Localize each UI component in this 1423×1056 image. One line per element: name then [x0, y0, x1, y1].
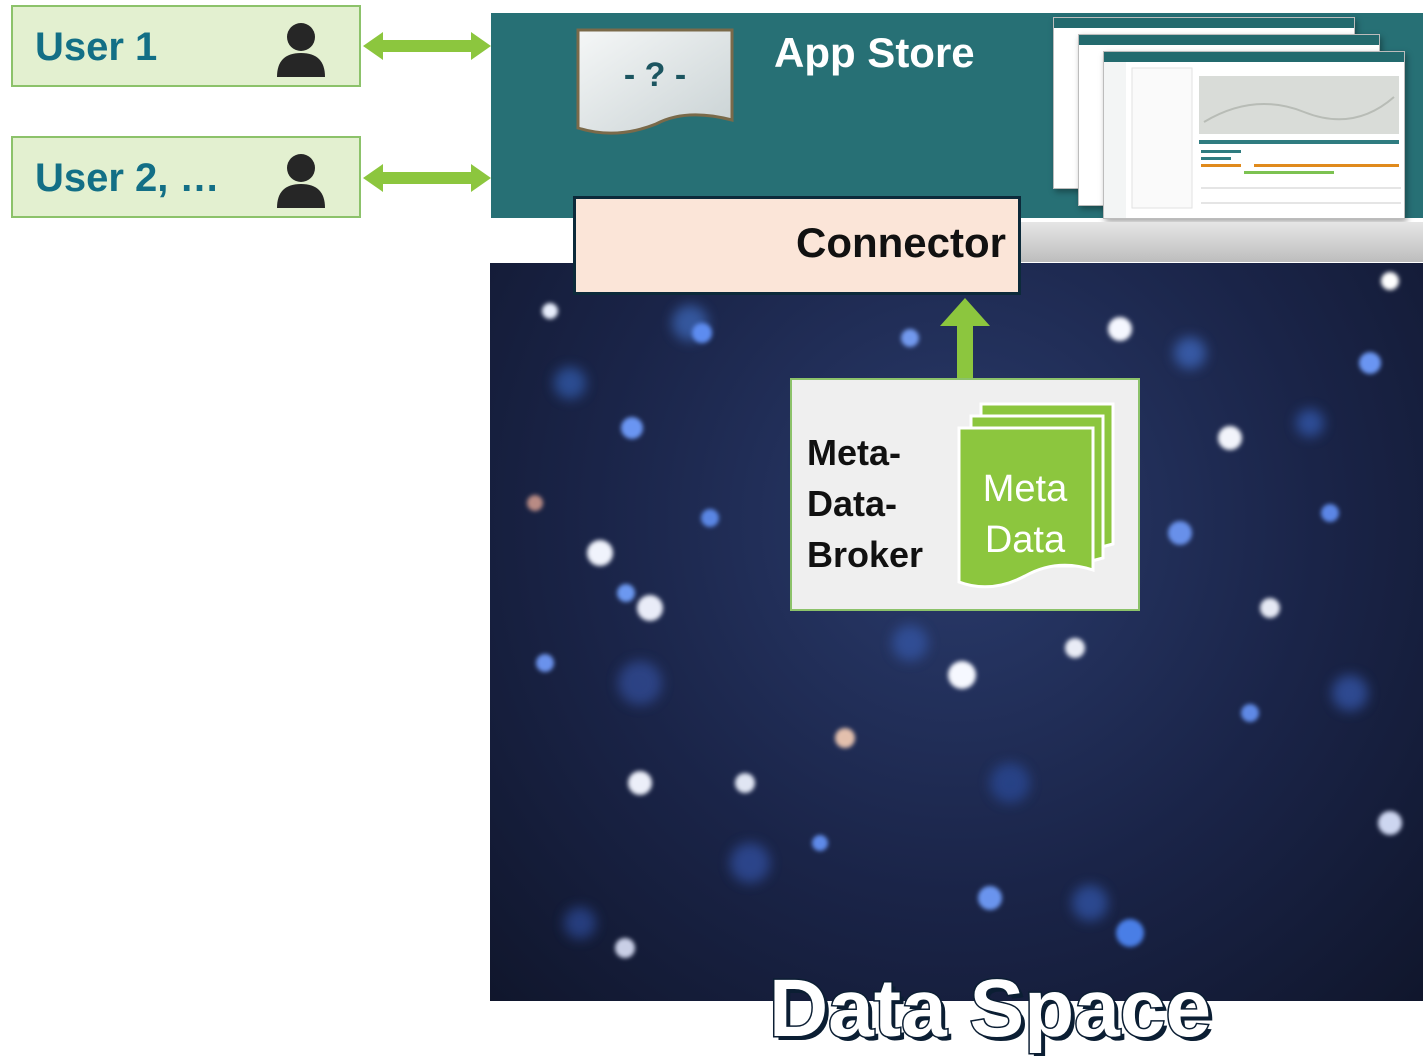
- metadata-documents-icon: [957, 402, 1115, 589]
- connector-box: Connector: [573, 196, 1021, 295]
- document-icon: [576, 28, 734, 135]
- app-store-title: App Store: [774, 29, 975, 76]
- person-icon: [277, 154, 325, 208]
- broker-label: Meta- Data- Broker: [807, 427, 957, 580]
- bokeh-lights: [527, 272, 1402, 958]
- broker-label-line: Meta-: [807, 432, 902, 473]
- broker-label-line: Broker: [807, 534, 924, 575]
- broker-label-line: Data-: [807, 483, 898, 524]
- app-screenshot-content: [1104, 62, 1401, 218]
- bidirectional-arrow: [363, 164, 491, 192]
- user-1-box: User 1: [11, 5, 361, 87]
- connector-label: Connector: [796, 219, 1006, 266]
- user-2-label: User 2, …: [35, 156, 220, 200]
- app-screenshots: [1053, 14, 1423, 236]
- up-arrow: [940, 298, 990, 380]
- metadata-doc-line: Data: [984, 519, 1066, 561]
- user-2-box: User 2, …: [11, 136, 361, 218]
- metadata-doc-line: Meta: [982, 468, 1068, 510]
- data-space-title: Data Space: [767, 962, 1212, 1056]
- app-placeholder-text: - ? -: [623, 56, 687, 94]
- app-screenshot: [1103, 51, 1405, 219]
- bidirectional-arrow: [363, 32, 491, 60]
- app-placeholder-doc: - ? -: [576, 28, 734, 138]
- metadata-broker-box: Meta- Data- Broker Meta Data: [790, 378, 1140, 611]
- metadata-doc-label: Meta Data: [955, 464, 1095, 566]
- user-1-label: User 1: [35, 25, 158, 69]
- gradient-strip: [1021, 222, 1423, 262]
- person-icon: [277, 23, 325, 77]
